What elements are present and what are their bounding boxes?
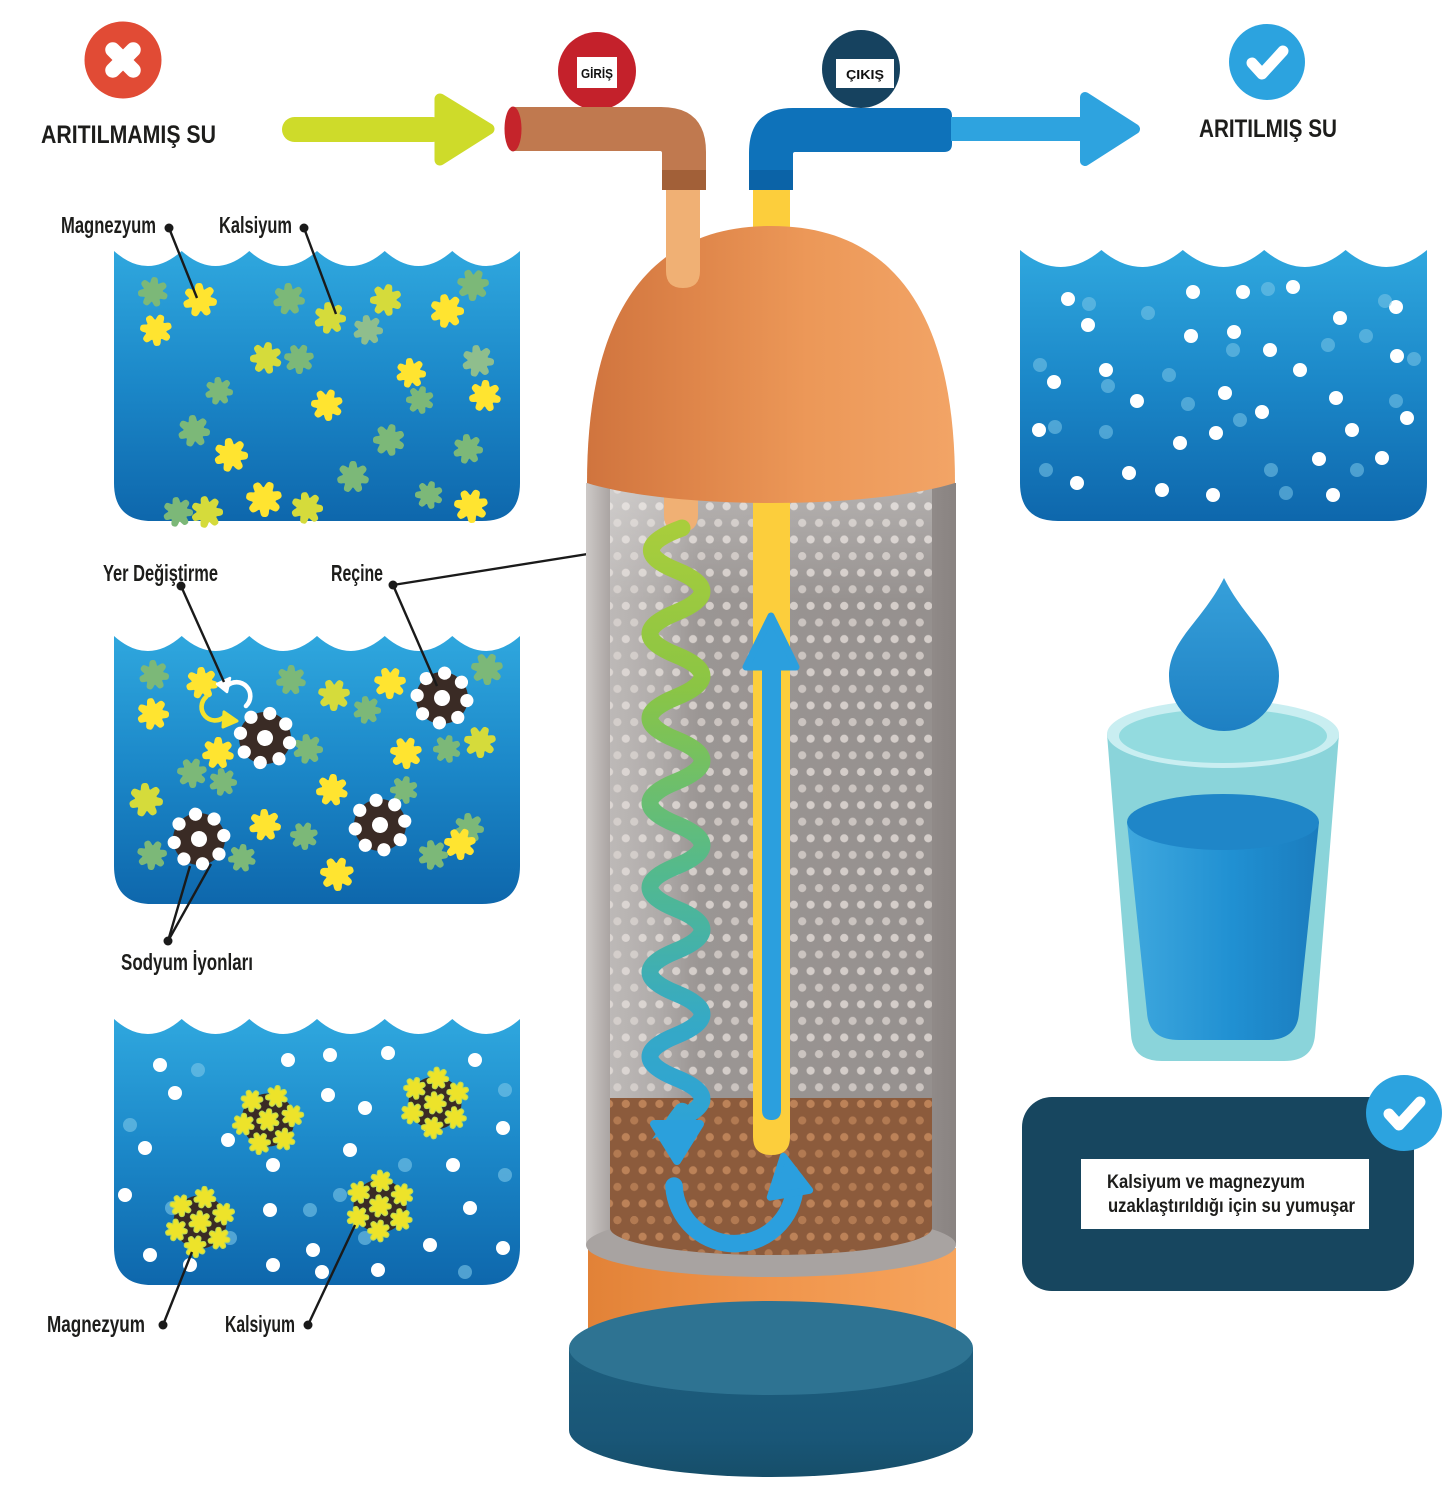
svg-text:Kalsiyum ve magnezyum: Kalsiyum ve magnezyum xyxy=(1107,1171,1305,1193)
svg-text:ARITILMIŞ SU: ARITILMIŞ SU xyxy=(1199,115,1337,143)
svg-text:Kalsiyum: Kalsiyum xyxy=(219,212,292,238)
svg-text:Magnezyum: Magnezyum xyxy=(47,1311,145,1337)
svg-text:Reçine: Reçine xyxy=(331,560,383,586)
svg-text:Kalsiyum: Kalsiyum xyxy=(225,1311,295,1337)
svg-text:uzaklaştırıldığı için su yumuş: uzaklaştırıldığı için su yumuşar xyxy=(1108,1195,1355,1217)
svg-text:ÇIKIŞ: ÇIKIŞ xyxy=(846,67,884,82)
svg-text:Yer Değiştirme: Yer Değiştirme xyxy=(103,560,218,586)
svg-text:Sodyum İyonları: Sodyum İyonları xyxy=(121,949,253,975)
svg-text:Magnezyum: Magnezyum xyxy=(61,212,156,238)
svg-text:ARITILMAMIŞ SU: ARITILMAMIŞ SU xyxy=(41,121,216,149)
svg-text:GİRİŞ: GİRİŞ xyxy=(581,66,613,81)
